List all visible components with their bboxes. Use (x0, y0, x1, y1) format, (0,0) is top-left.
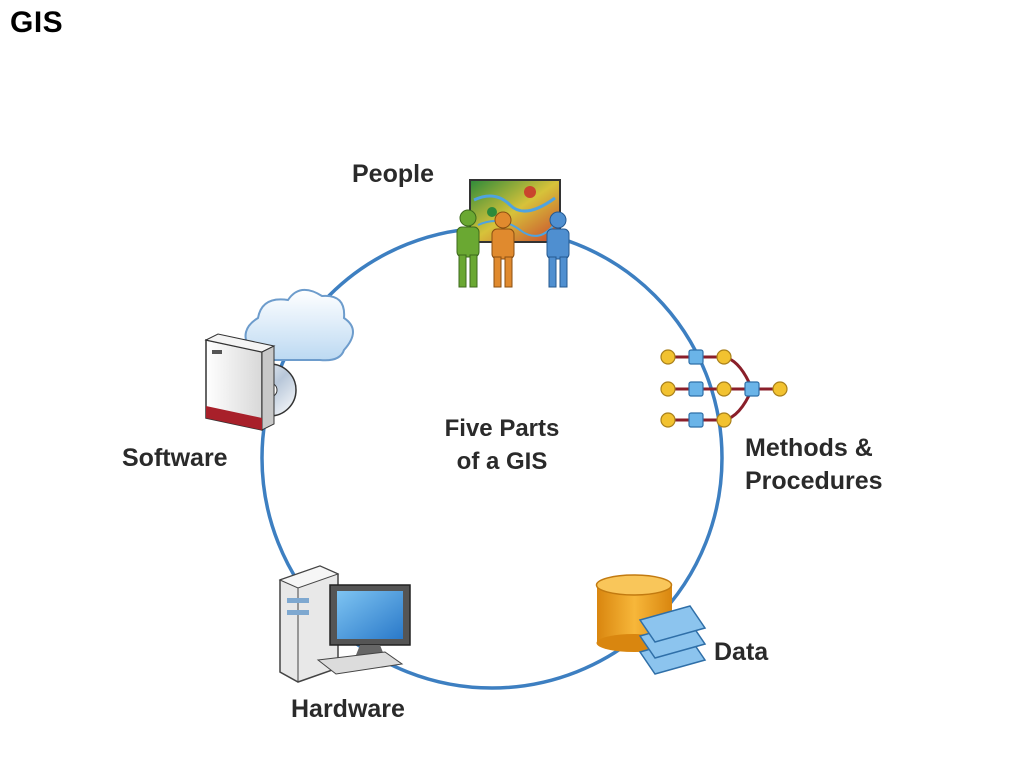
center-label: Five Parts of a GIS (402, 412, 602, 478)
center-label-line1: Five Parts (444, 415, 560, 442)
workflow-nodes-icon (660, 349, 788, 428)
page-title: GIS (10, 6, 64, 39)
software-box-cloud-icon (204, 289, 354, 431)
data-label: Data (714, 638, 769, 666)
hardware-label: Hardware (291, 695, 405, 723)
software-label: Software (122, 444, 228, 472)
people-label: People (352, 160, 434, 188)
center-label-line2: of a GIS (456, 448, 548, 475)
people-with-map-icon (456, 179, 570, 288)
database-with-layers-icon (595, 574, 707, 675)
desktop-computer-icon (278, 565, 411, 683)
methods-label-line2: Procedures (745, 467, 883, 495)
methods-label-line1: Methods & (745, 434, 873, 462)
methods-procedures-label: Methods & Procedures (745, 432, 883, 498)
